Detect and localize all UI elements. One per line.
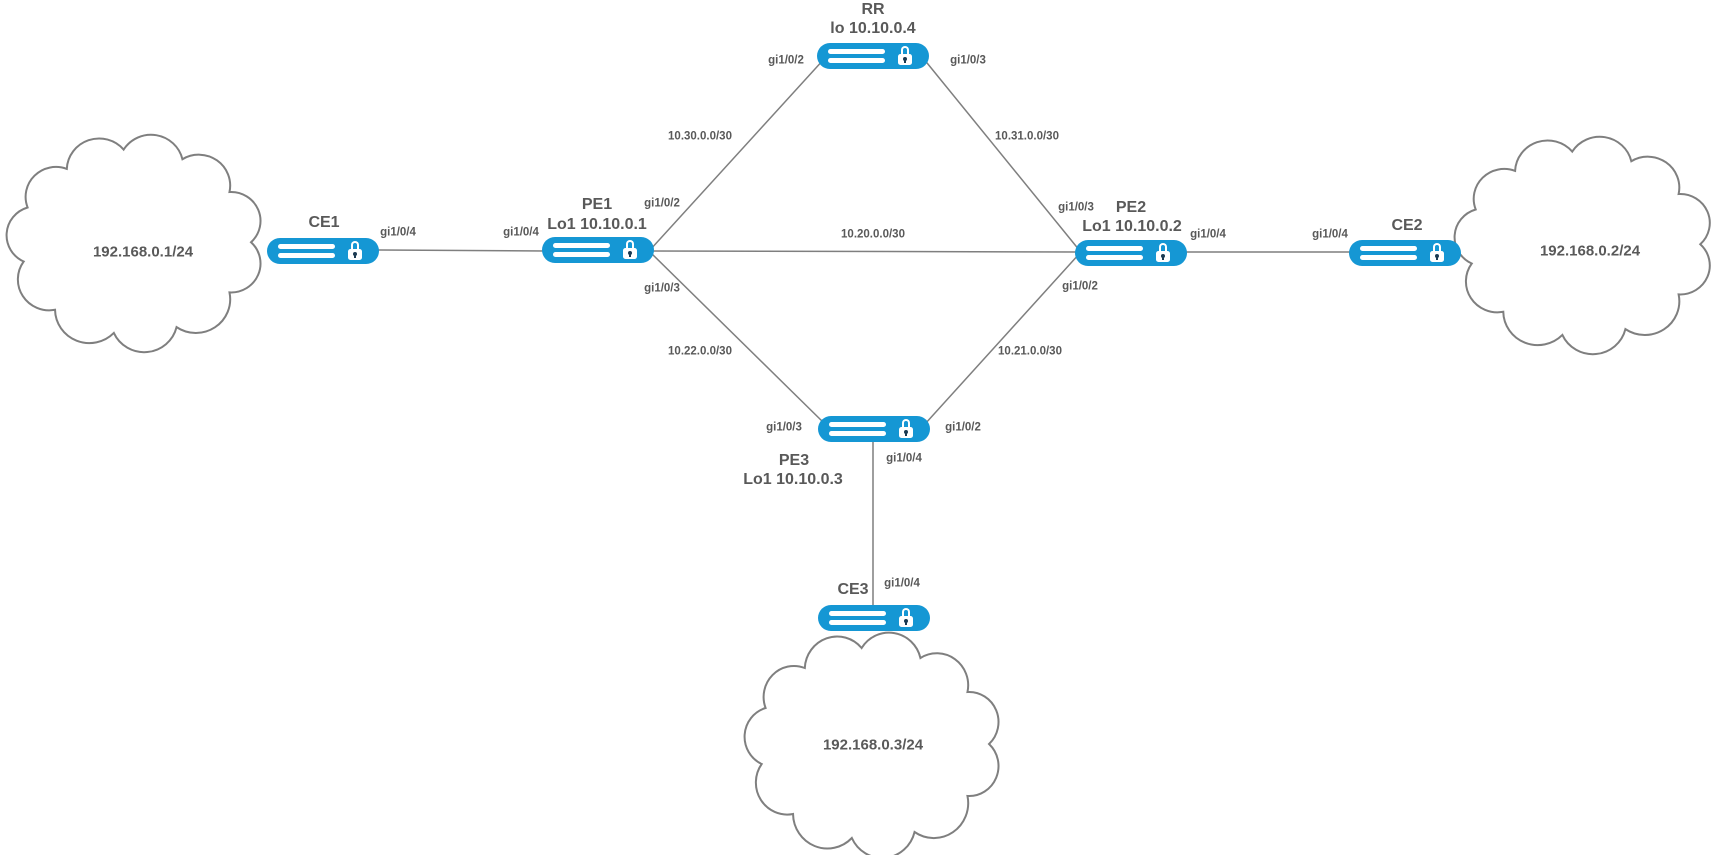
router-bar (278, 244, 335, 249)
lock-icon (898, 419, 914, 439)
link-pe1-rr (649, 57, 826, 251)
router-bar (1360, 255, 1417, 260)
router-bar (829, 611, 886, 616)
if-label-pe2-gi1-0-4: gi1/0/4 (1190, 228, 1226, 241)
if-label-ce3-gi1-0-4: gi1/0/4 (884, 577, 920, 590)
cloud-lan2[interactable] (1455, 137, 1710, 354)
router-pe1-name: PE1 (581, 196, 613, 213)
router-bar (828, 58, 885, 63)
router-pe3[interactable] (818, 416, 930, 442)
lock-icon (622, 240, 638, 260)
if-label-rr-gi1-0-3: gi1/0/3 (950, 54, 986, 67)
router-bar (278, 253, 335, 258)
cloud-lan3[interactable] (745, 633, 999, 855)
subnet-label-pe1-pe2: 10.20.0.0/30 (841, 228, 905, 241)
router-bar (829, 431, 886, 436)
clouds-group (7, 135, 1710, 855)
router-pe2-name: PE2 (1115, 199, 1147, 216)
subnet-label-pe1-rr: 10.30.0.0/30 (668, 130, 732, 143)
router-pe3-name: PE3 (778, 452, 810, 469)
cloud-lan1[interactable] (7, 135, 261, 352)
if-label-ce1-gi1-0-4: gi1/0/4 (380, 226, 416, 239)
lock-icon (897, 46, 913, 66)
router-bar (553, 252, 610, 257)
lock-icon (1155, 243, 1171, 263)
router-ce1[interactable] (267, 238, 379, 264)
router-pe1[interactable] (542, 237, 654, 263)
router-bar (829, 422, 886, 427)
cloud-lan1-label: 192.168.0.1/24 (92, 243, 194, 261)
if-label-pe1-gi1-0-4: gi1/0/4 (503, 226, 539, 239)
router-bar (829, 620, 886, 625)
if-label-pe2-gi1-0-2: gi1/0/2 (1062, 280, 1098, 293)
subnet-label-rr-pe2: 10.31.0.0/30 (995, 130, 1059, 143)
if-label-pe1-gi1-0-2: gi1/0/2 (644, 197, 680, 210)
if-label-rr-gi1-0-2: gi1/0/2 (768, 54, 804, 67)
router-ce2-name: CE2 (1391, 217, 1423, 234)
router-pe2[interactable] (1075, 240, 1187, 266)
if-label-pe1-gi1-0-3: gi1/0/3 (644, 282, 680, 295)
links-group (377, 57, 1352, 617)
router-pe3-loopback: Lo1 10.10.0.3 (743, 471, 843, 488)
if-label-pe2-gi1-0-3: gi1/0/3 (1058, 201, 1094, 214)
router-bar (1360, 246, 1417, 251)
link-ce1-pe1 (377, 249, 546, 252)
if-label-pe3-gi1-0-4: gi1/0/4 (886, 452, 922, 465)
link-pe1-pe3 (649, 251, 826, 425)
lock-icon (1429, 243, 1445, 263)
router-ce2[interactable] (1349, 240, 1461, 266)
cloud-lan2-label: 192.168.0.2/24 (1539, 242, 1641, 260)
router-rr[interactable] (817, 43, 929, 69)
router-bar (1086, 255, 1143, 260)
router-ce3[interactable] (818, 605, 930, 631)
if-label-pe3-gi1-0-3: gi1/0/3 (766, 421, 802, 434)
if-label-ce2-gi1-0-4: gi1/0/4 (1312, 228, 1348, 241)
subnet-label-pe1-pe3: 10.22.0.0/30 (668, 345, 732, 358)
router-bar (828, 49, 885, 54)
lock-icon (347, 241, 363, 261)
router-ce3-name: CE3 (837, 581, 869, 598)
if-label-pe3-gi1-0-2: gi1/0/2 (945, 421, 981, 434)
router-bar (1086, 246, 1143, 251)
lock-icon (898, 608, 914, 628)
router-pe1-loopback: Lo1 10.10.0.1 (547, 216, 647, 233)
router-rr-name: RR (861, 1, 885, 18)
link-rr-pe2 (922, 57, 1081, 252)
router-ce1-name: CE1 (308, 214, 340, 231)
link-pe2-pe3 (924, 252, 1081, 425)
cloud-lan3-label: 192.168.0.3/24 (822, 736, 924, 754)
router-rr-loopback: lo 10.10.0.4 (830, 20, 916, 37)
subnet-label-pe2-pe3: 10.21.0.0/30 (998, 345, 1062, 358)
router-bar (553, 243, 610, 248)
link-pe1-pe2 (649, 250, 1081, 253)
router-pe2-loopback: Lo1 10.10.0.2 (1082, 218, 1182, 235)
